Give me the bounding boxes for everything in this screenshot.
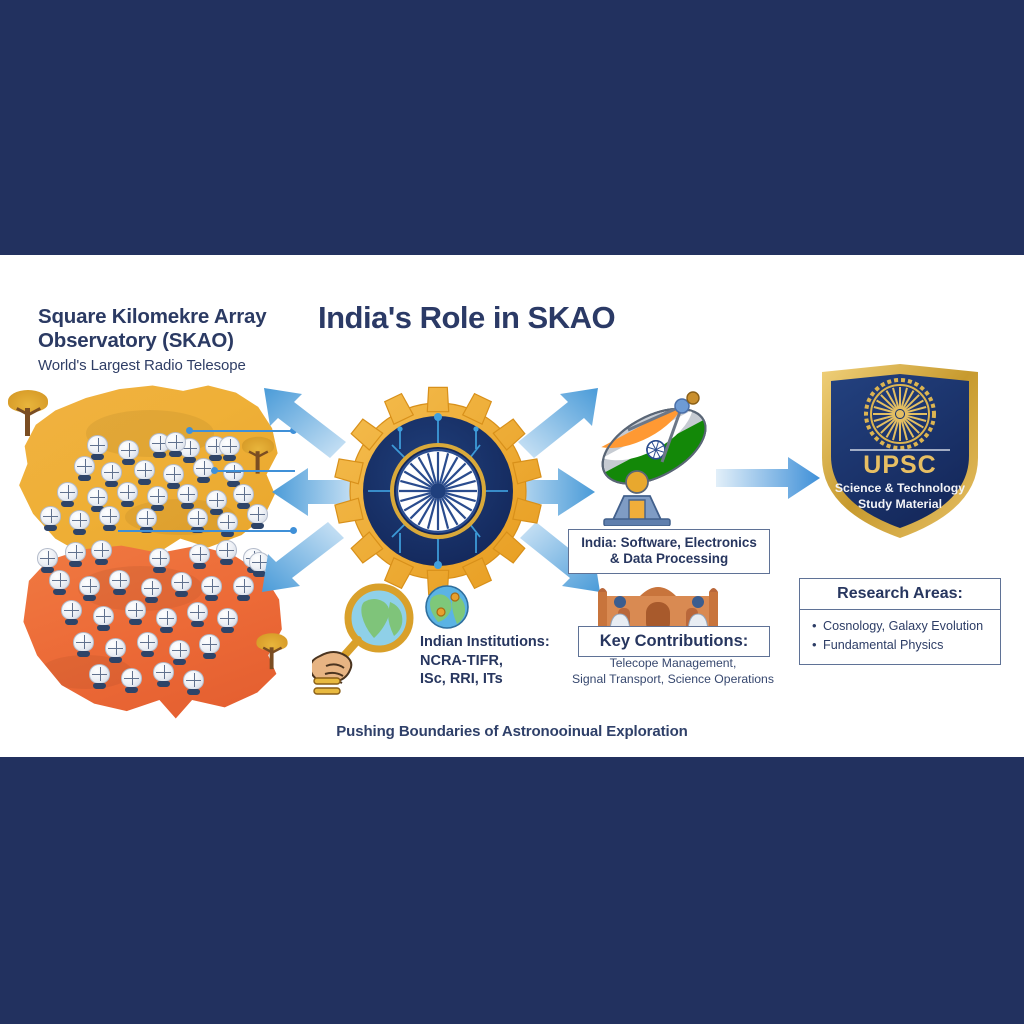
- radio-antenna-dish-icon: [60, 600, 83, 627]
- radio-antenna-dish-icon: [188, 544, 211, 571]
- radio-antenna-dish-icon: [222, 462, 245, 489]
- radio-antenna-dish-icon: [86, 435, 109, 462]
- skao-subtitle: World's Largest Radio Telesope: [38, 356, 246, 374]
- footer-tagline: Pushing Boundaries of Astronooinual Expl…: [336, 723, 688, 740]
- badge-subtitle-1: Science & Technology: [834, 481, 966, 495]
- connector-line: [215, 470, 295, 472]
- radio-antenna-dish-icon: [216, 608, 239, 635]
- list-item: Cosnology, Galaxy Evolution: [812, 616, 990, 636]
- radio-antenna-dish-icon: [108, 570, 131, 597]
- radio-antenna-dish-icon: [78, 576, 101, 603]
- acacia-tree-icon: [8, 390, 48, 438]
- radio-antenna-dish-icon: [205, 490, 228, 517]
- radio-antenna-dish-icon: [146, 486, 169, 513]
- connector-line: [190, 430, 295, 432]
- radio-antenna-dish-icon: [136, 632, 159, 659]
- skao-title-line2: Observatory (SKAO): [38, 328, 234, 352]
- page-title: India's Role in SKAO: [318, 300, 616, 335]
- list-item: Fundamental Physics: [812, 635, 990, 655]
- acacia-tree-icon: [256, 633, 288, 670]
- radio-antenna-dish-icon: [148, 548, 171, 575]
- radio-antenna-dish-icon: [120, 668, 143, 695]
- institutions-line1: Indian Institutions:: [420, 634, 550, 650]
- india-software-label: India: Software, Electronics & Data Proc…: [568, 529, 770, 574]
- radio-antenna-dish-icon: [116, 482, 139, 509]
- radio-antenna-dish-icon: [104, 638, 127, 665]
- radio-antenna-dish-icon: [36, 548, 59, 575]
- radio-antenna-dish-icon: [164, 432, 187, 459]
- radio-antenna-dish-icon: [168, 640, 191, 667]
- key-contributions-line1: Telecope Management,: [609, 656, 737, 670]
- radio-antenna-dish-icon: [215, 540, 238, 567]
- research-areas-list: Cosnology, Galaxy Evolution Fundamental …: [800, 610, 1000, 664]
- radio-antenna-dish-icon: [72, 632, 95, 659]
- india-software-line2: & Data Processing: [609, 550, 729, 566]
- skao-heading: Square Kilomekre Array Observatory (SKAO…: [38, 305, 338, 374]
- radio-antenna-dish-icon: [92, 606, 115, 633]
- magnifying-glass-globe-icon: [312, 583, 414, 695]
- indian-institutions-label: Indian Institutions: NCRA-TIFR, ISc, RRI…: [420, 633, 580, 689]
- institutions-line3: ISc, RRI, ITs: [420, 671, 503, 688]
- radio-antenna-dish-icon: [162, 464, 185, 491]
- radio-antenna-dish-icon: [88, 664, 111, 691]
- connector-line: [118, 530, 295, 532]
- radio-antenna-dish-icon: [232, 484, 255, 511]
- radio-antenna-dish-icon: [176, 484, 199, 511]
- key-contributions-line2: Signal Transport, Science Operations: [572, 672, 774, 687]
- radio-antenna-dish-icon: [133, 460, 156, 487]
- radio-antenna-dish-icon: [90, 540, 113, 567]
- skao-title-line1: Square Kilomekre Array: [38, 305, 267, 328]
- radio-antenna-dish-icon: [124, 600, 147, 627]
- radio-antenna-dish-icon: [155, 608, 178, 635]
- radio-antenna-dish-icon: [216, 512, 239, 539]
- key-contributions-detail: Telecope Management, Signal Transport, S…: [548, 655, 798, 687]
- connector-dot: [211, 467, 218, 474]
- radio-antenna-dish-icon: [170, 572, 193, 599]
- radio-antenna-dish-icon: [232, 576, 255, 603]
- radio-antenna-dish-icon: [117, 440, 140, 467]
- upsc-shield-badge: UPSC Science & Technology Study Material: [812, 362, 988, 542]
- radio-antenna-dish-icon: [68, 510, 91, 537]
- radio-antenna-dish-icon: [152, 662, 175, 689]
- radio-antenna-dish-icon: [200, 576, 223, 603]
- badge-name: UPSC: [863, 451, 937, 479]
- gear-ashoka-chakra-icon: [334, 386, 542, 596]
- badge-subtitle-2: Study Material: [857, 497, 943, 511]
- connector-dot: [290, 527, 297, 534]
- radio-antenna-dish-icon: [39, 506, 62, 533]
- radio-antenna-dish-icon: [186, 602, 209, 629]
- radio-antenna-dish-icon: [86, 487, 109, 514]
- radio-antenna-dish-icon: [218, 436, 241, 463]
- research-areas-title: Research Areas:: [800, 579, 1000, 610]
- key-contributions-title: Key Contributions:: [578, 626, 770, 658]
- connector-dot: [186, 427, 193, 434]
- arrow-dish-to-badge: [716, 457, 820, 499]
- radio-antenna-dish-icon: [198, 634, 221, 661]
- radio-antenna-dish-icon: [140, 578, 163, 605]
- research-areas-box: Research Areas: Cosnology, Galaxy Evolut…: [799, 578, 1001, 665]
- india-software-line1: India: Software, Electronics: [581, 535, 757, 550]
- institutions-line2: NCRA-TIFR,: [420, 652, 503, 669]
- radio-antenna-dish-icon: [246, 504, 269, 531]
- satellite-dish-tricolor-icon: [601, 391, 707, 526]
- connector-dot: [290, 427, 297, 434]
- radio-antenna-dish-icon: [100, 462, 123, 489]
- acacia-tree-icon: [242, 436, 274, 475]
- radio-antenna-dish-icon: [73, 456, 96, 483]
- radio-antenna-dish-icon: [64, 542, 87, 569]
- radio-antenna-dish-icon: [56, 482, 79, 509]
- globe-icon: [425, 585, 469, 629]
- radio-antenna-dish-icon: [182, 670, 205, 697]
- radio-antenna-dish-icon: [98, 506, 121, 533]
- radio-antenna-dish-icon: [48, 570, 71, 597]
